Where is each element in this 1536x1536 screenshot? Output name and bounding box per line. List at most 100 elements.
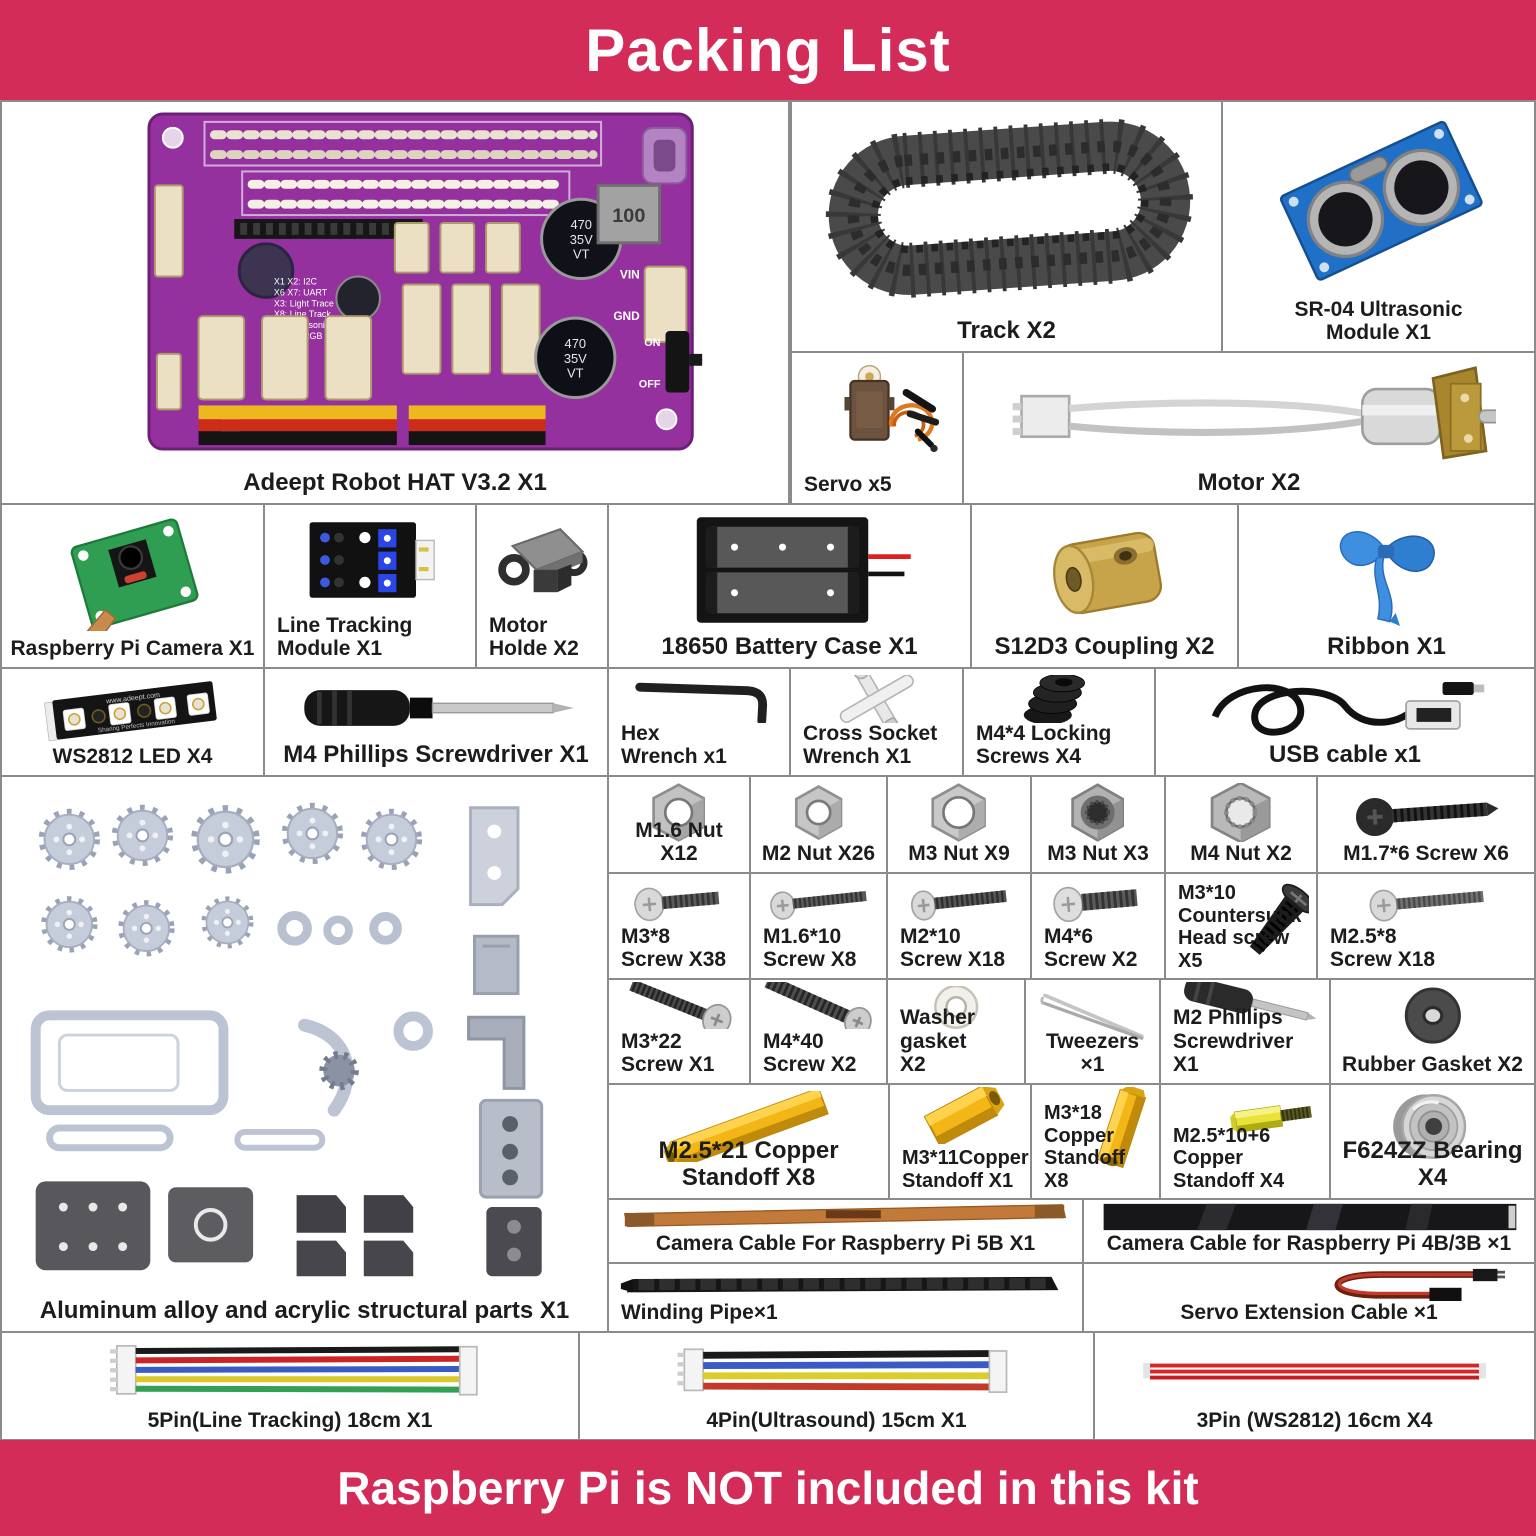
item-m2x10-screw-label: M2*10 Screw X18	[900, 924, 1006, 972]
item-5pin-cable: 5Pin(Line Tracking) 18cm X1	[0, 1331, 580, 1441]
item-bearing: F624ZZ Bearing X4	[1329, 1083, 1536, 1200]
item-robot-hat: X1 X2: I2C X6 X7: UART X3: Light Trace X…	[0, 100, 790, 505]
capacitor-text: 470	[565, 336, 586, 351]
item-rubber-gasket-label: Rubber Gasket X2	[1342, 1053, 1523, 1077]
item-m3-nut-x3: M3 Nut X3	[1030, 775, 1166, 874]
locking-screws-icon	[970, 675, 1148, 723]
item-cross-wrench-label: Cross Socket Wrench X1	[803, 721, 938, 769]
item-cross-wrench: Cross Socket Wrench X1	[789, 667, 964, 777]
item-camera-cable-4b: Camera Cable for Raspberry Pi 4B/3B ×1	[1082, 1198, 1536, 1264]
usb-cable-icon	[1162, 675, 1528, 741]
line-tracking-module-icon	[271, 511, 469, 609]
capacitor-text: VT	[573, 247, 590, 262]
raspberry-pi-camera-icon	[8, 511, 257, 631]
gnd-text: GND	[614, 309, 641, 323]
item-winding-pipe: Winding Pipe×1	[607, 1262, 1084, 1333]
item-rubber-gasket: Rubber Gasket X2	[1329, 978, 1536, 1085]
track-icon	[798, 108, 1215, 307]
item-m3x22-screw: M3*22 Screw X1	[607, 978, 751, 1085]
item-servo-label: Servo x5	[804, 473, 892, 497]
item-motor: Motor X2	[962, 351, 1536, 505]
item-m3x10-countersunk-label: M3*10 Countersunk Head screw X5	[1178, 882, 1302, 972]
item-servo: Servo x5	[790, 351, 964, 505]
cross-socket-wrench-icon	[797, 675, 956, 723]
m3-nut-icon	[894, 783, 1024, 842]
top-banner: Packing List	[0, 0, 1536, 100]
item-ultrasonic: SR-04 Ultrasonic Module X1	[1221, 100, 1536, 353]
item-servo-extension: Servo Extension Cable ×1	[1082, 1262, 1536, 1333]
vin-text: VIN	[620, 268, 640, 282]
m4x6-screw-icon	[1038, 880, 1158, 922]
washer-icon	[894, 986, 1018, 1031]
item-camera-cable-5b-label: Camera Cable For Raspberry Pi 5B X1	[655, 1232, 1036, 1256]
motor-icon	[970, 359, 1528, 465]
item-servo-extension-label: Servo Extension Cable ×1	[1180, 1301, 1438, 1325]
item-winding-pipe-label: Winding Pipe×1	[621, 1301, 778, 1325]
item-m4-nut: M4 Nut X2	[1164, 775, 1318, 874]
capacitor-text: 35V	[564, 351, 587, 366]
item-4pin-cable: 4Pin(Ultrasound) 15cm X1	[578, 1331, 1095, 1441]
item-motor-holder-label: Motor Holde X2	[489, 613, 579, 661]
bottom-banner: Raspberry Pi is NOT included in this kit	[0, 1440, 1536, 1536]
item-m25x10-standoff: M2.5*10+6 Copper Standoff X4	[1159, 1083, 1331, 1200]
item-m4x6-screw: M4*6 Screw X2	[1030, 872, 1166, 980]
item-m4-nut-label: M4 Nut X2	[1190, 842, 1292, 866]
inductor-text: 100	[613, 205, 646, 227]
item-m3-nut-x9-label: M3 Nut X9	[908, 842, 1010, 866]
item-ribbon: Ribbon X1	[1237, 503, 1536, 669]
countersunk-screw-icon	[1244, 878, 1310, 970]
capacitor-text: VT	[567, 366, 584, 381]
item-m4-screwdriver: M4 Phillips Screwdriver X1	[263, 667, 609, 777]
footer-note: Raspberry Pi is NOT included in this kit	[337, 1462, 1199, 1514]
item-m4x40-screw-label: M4*40 Screw X2	[763, 1029, 857, 1077]
coupling-icon	[978, 511, 1231, 629]
item-m17-screw: M1.7*6 Screw X6	[1316, 775, 1536, 874]
item-m3x8-screw: M3*8 Screw X38	[607, 872, 751, 980]
m25x8-screw-icon	[1324, 880, 1528, 922]
item-ws2812-label: WS2812 LED X4	[52, 745, 213, 769]
m2x10-screw-icon	[894, 880, 1024, 922]
item-usb-cable-label: USB cable x1	[1268, 741, 1422, 769]
page-title: Packing List	[585, 16, 951, 84]
m3-locknut-icon	[1038, 783, 1158, 842]
item-m3-nut-x3-label: M3 Nut X3	[1047, 842, 1149, 866]
item-m3x8-screw-label: M3*8 Screw X38	[621, 924, 727, 972]
item-hex-wrench-label: Hex Wrench x1	[621, 721, 727, 769]
item-m3x22-screw-label: M3*22 Screw X1	[621, 1029, 715, 1077]
item-m25x8-screw-label: M2.5*8 Screw X18	[1330, 924, 1436, 972]
item-3pin-cable: 3Pin (WS2812) 16cm X4	[1093, 1331, 1536, 1441]
motor-holder-icon	[483, 511, 601, 609]
item-m2-nut-label: M2 Nut X26	[761, 842, 876, 866]
item-locking-screws: M4*4 Locking Screws X4	[962, 667, 1156, 777]
item-track-label: Track X2	[957, 317, 1056, 345]
capacitor-text: 470	[571, 217, 592, 232]
tweezers-icon	[1032, 986, 1153, 1049]
item-camera-label: Raspberry Pi Camera X1	[10, 637, 255, 661]
silkscreen-text: X8: Line Track	[274, 309, 331, 319]
ws2812-led-icon: www.adeept.com Sharing Perfects Innovati…	[8, 675, 257, 743]
item-camera: Raspberry Pi Camera X1	[0, 503, 265, 669]
item-ws2812: www.adeept.com Sharing Perfects Innovati…	[0, 667, 265, 777]
item-camera-cable-5b: Camera Cable For Raspberry Pi 5B X1	[607, 1198, 1084, 1264]
5pin-cable-icon	[8, 1339, 572, 1399]
silkscreen-text: X3: Light Trace	[274, 298, 334, 308]
m3x11-standoff-icon	[896, 1087, 1024, 1144]
silkscreen-text: X1 X2: I2C	[274, 276, 318, 286]
item-hex-wrench: Hex Wrench x1	[607, 667, 791, 777]
item-coupling: S12D3 Coupling X2	[970, 503, 1239, 669]
m25x21-standoff-icon	[615, 1091, 882, 1162]
camera-cable-5b-icon	[615, 1203, 1076, 1230]
item-m25x8-screw: M2.5*8 Screw X18	[1316, 872, 1536, 980]
m2-nut-icon	[757, 783, 880, 842]
hex-wrench-icon	[615, 673, 783, 723]
m3x18-standoff-icon	[1090, 1087, 1153, 1170]
item-m25x21-standoff: M2.5*21 Copper Standoff X8	[607, 1083, 890, 1200]
m3x8-screw-icon	[615, 880, 743, 922]
item-line-tracking: Line Tracking Module X1	[263, 503, 477, 669]
aluminum-parts-icon	[8, 783, 601, 1287]
item-battery-case: 18650 Battery Case X1	[607, 503, 972, 669]
item-m25x10-standoff-label: M2.5*10+6 Copper Standoff X4	[1173, 1124, 1285, 1192]
item-m25x21-standoff-label: M2.5*21 Copper Standoff X8	[658, 1137, 839, 1192]
on-text: ON	[645, 337, 661, 349]
